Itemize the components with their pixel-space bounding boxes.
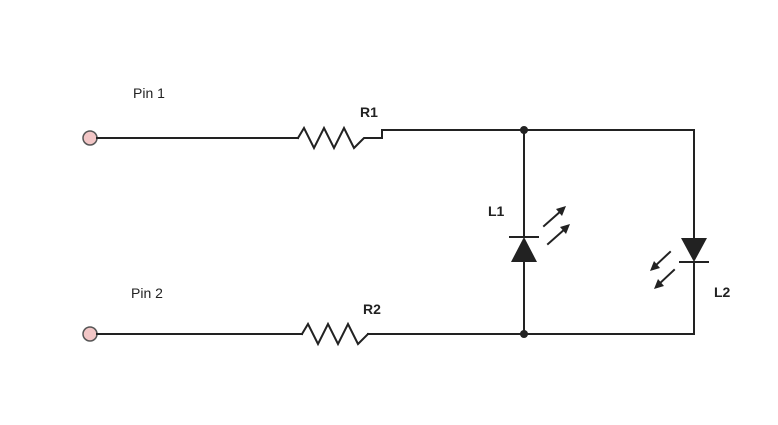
led-l2-label: L2 [714,284,731,300]
pin-1-label: Pin 1 [133,85,165,101]
led-l1-emission-arrows-icon [542,206,570,246]
pin-2-label: Pin 2 [131,285,163,301]
resistor-r1-label: R1 [360,104,378,120]
wire-r1-top-rail [381,129,695,139]
led-l2-emission-arrows-icon [650,250,676,289]
resistor-r1: R1 [296,104,383,151]
led-l2-triangle [681,238,707,262]
pin-2: Pin 2 [82,285,163,342]
resistor-r2-label: R2 [363,301,381,317]
led-l1-label: L1 [488,203,505,219]
resistor-r1-body [296,125,383,151]
led-l2: L2 [650,238,731,300]
pin-2-terminal [82,326,98,342]
led-l1: L1 [488,203,570,262]
led-l1-triangle [511,237,537,262]
resistor-r2: R2 [300,301,381,347]
pin-1: Pin 1 [82,85,165,146]
pin-1-terminal [82,130,98,146]
resistor-r2-body [300,321,370,347]
